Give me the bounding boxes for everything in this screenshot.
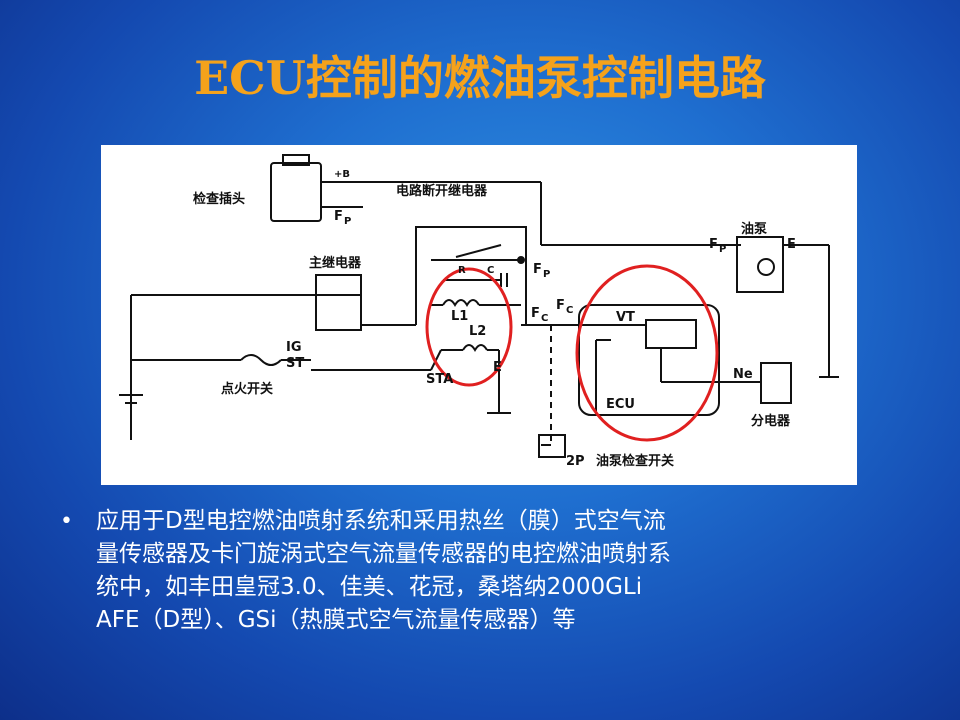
label-fp-pump-sub: P [719,244,726,255]
label-fuel-pump: 油泵 [741,221,767,237]
label-plus-b: +B [334,169,350,180]
label-e-pump: E [787,237,796,252]
label-vt: VT [616,310,635,325]
label-ig: IG [286,340,302,355]
label-e-left: E [493,360,502,375]
label-distributor: 分电器 [751,413,791,429]
label-fp-mid-sub: P [543,269,550,280]
label-pump-check-switch: 油泵检查开关 [596,453,674,469]
label-ecu: ECU [606,397,635,412]
bullet-line-4: AFE（D型）、GSi（热膜式空气流量传感器）等 [96,607,576,633]
main-relay-symbol [315,274,362,331]
label-circuit-relay: 电路断开继电器 [396,183,488,199]
label-check-connector: 检查插头 [193,191,245,207]
ecu-highlight-circle [575,264,719,442]
label-l1: L1 [451,309,468,324]
label-fp-mid: F [533,262,542,277]
label-fp-top-sub: P [344,216,351,227]
slide-title: ECU控制的燃油泵控制电路 [194,51,766,105]
label-main-relay: 主继电器 [309,255,362,271]
bullet-line-1: 应用于D型电控燃油喷射系统和采用热丝（膜）式空气流 [96,508,666,534]
check-connector [270,162,322,222]
fuel-pump-symbol [736,236,784,293]
bullet-line-3: 统中，如丰田皇冠3.0、佳美、花冠，桑塔纳2000GLi [96,574,643,600]
bullet-icon: • [60,509,73,534]
distributor-symbol [760,362,792,404]
label-c: C [487,265,494,276]
label-fc-right-sub: C [566,305,573,316]
pump-check-switch [538,434,566,458]
ecu-box [578,304,720,416]
label-fc-left-sub: C [541,313,548,324]
coil-highlight-circle [425,267,513,387]
label-2p: 2P [566,454,585,469]
label-fp-top: F [334,209,343,224]
label-l2: L2 [469,324,486,339]
label-st: ST [286,356,304,371]
fuel-pump-circuit-diagram: 检查插头 +B F P 电路断开继电器 主继电器 R C F P L1 L2 F… [101,145,857,485]
label-sta: STA [426,372,453,387]
circuit-svg: 检查插头 +B F P 电路断开继电器 主继电器 R C F P L1 L2 F… [119,154,839,469]
label-fc-left: F [531,306,540,321]
label-fp-pump: F [709,237,718,252]
label-fc-right: F [556,298,565,313]
label-r: R [458,265,466,276]
label-ignition-switch: 点火开关 [221,381,273,397]
bullet-line-2: 量传感器及卡门旋涡式空气流量传感器的电控燃油喷射系 [96,541,671,567]
label-ne: Ne [733,367,753,382]
